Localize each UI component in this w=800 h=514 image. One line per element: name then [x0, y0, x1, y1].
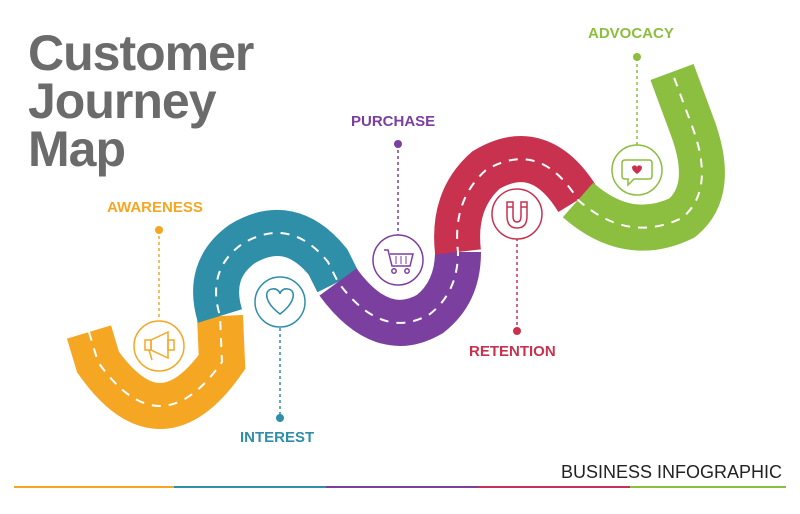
shopping-cart-icon: [372, 234, 424, 286]
title-line-3: Map: [28, 121, 126, 177]
title-line-2: Journey: [28, 73, 217, 129]
connector-dot-awareness: [155, 226, 163, 234]
connector-dot-advocacy: [633, 53, 641, 61]
connector-dot-purchase: [394, 140, 402, 148]
road-center-dashes: [88, 71, 703, 407]
footer-caption: BUSINESS INFOGRAPHIC: [560, 462, 782, 482]
stage-label-advocacy: ADVOCACY: [588, 25, 674, 42]
connector-dot-retention: [513, 327, 521, 335]
heart-icon: [254, 276, 306, 328]
title-line-1: Customer: [28, 25, 254, 81]
stage-label-retention: RETENTION: [469, 343, 556, 360]
connector-dot-interest: [276, 414, 284, 422]
stage-label-purchase: PURCHASE: [351, 113, 436, 130]
chat-heart-icon: [611, 144, 663, 196]
stage-label-awareness: AWARENESS: [107, 199, 203, 216]
magnet-icon: [491, 188, 543, 240]
megaphone-icon: [133, 320, 185, 372]
footer-color-bar: [14, 486, 786, 488]
stage-label-interest: INTEREST: [240, 429, 315, 446]
